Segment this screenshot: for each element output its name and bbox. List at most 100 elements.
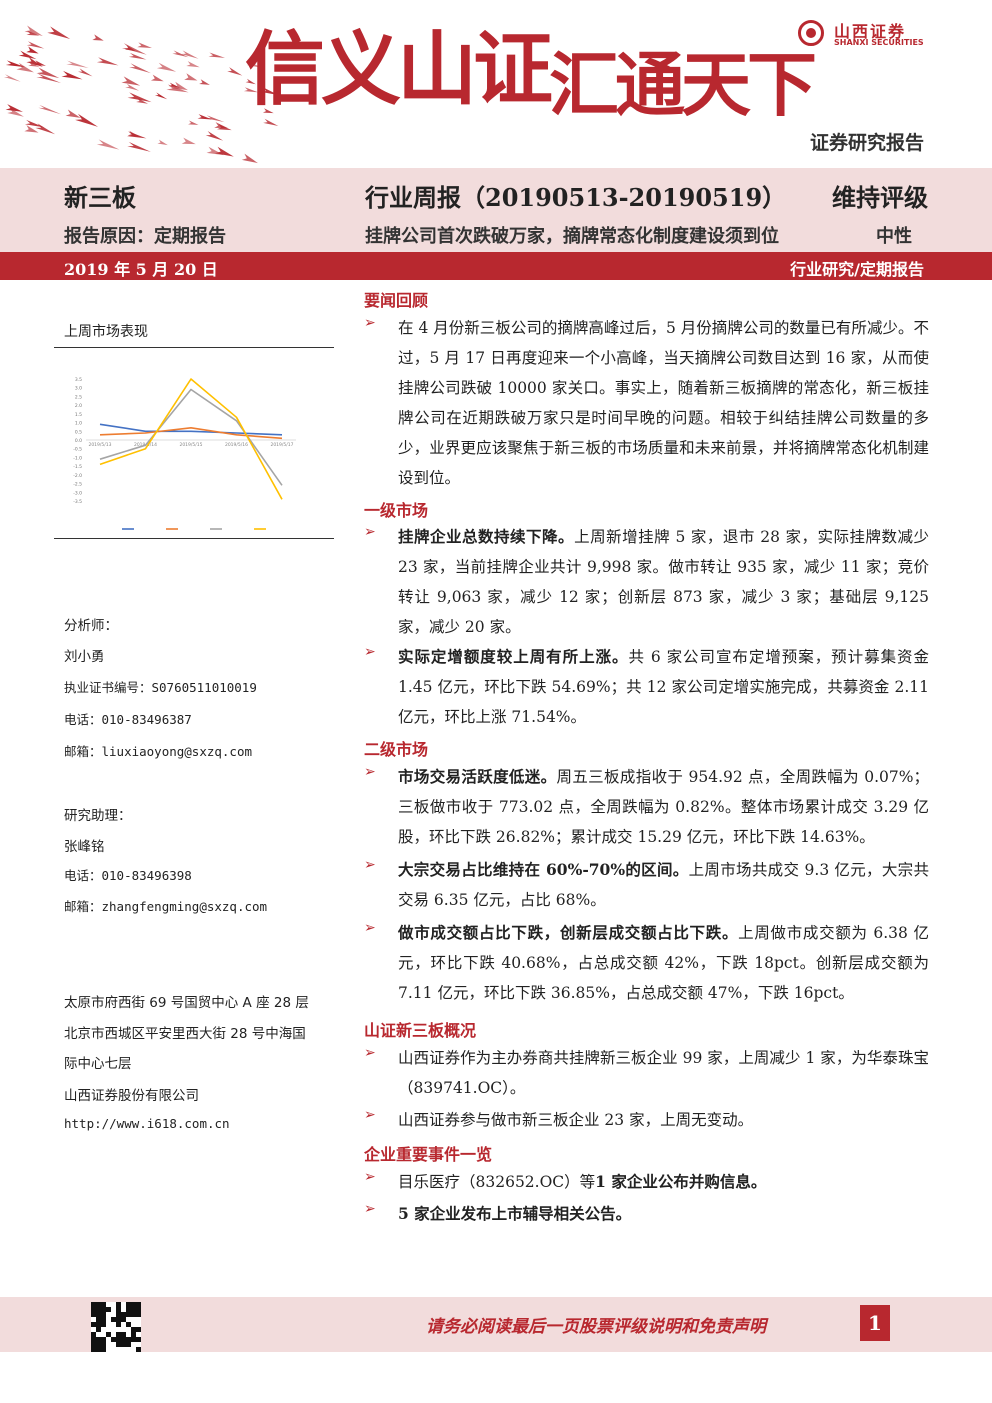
list-item: ➢ 山西证券作为主办券商共挂牌新三板企业 99 家，上周减少 1 家，为华泰珠宝… — [364, 1043, 929, 1103]
decorative-arrow-icon — [66, 60, 89, 68]
qr-module — [121, 1337, 126, 1342]
company-name: 山西证券股份有限公司 — [64, 1088, 199, 1104]
y-tick-label: 3.0 — [75, 386, 82, 392]
bullet-text: 上周市场共成交 9.3 亿元，大宗共交易 6.35 亿元，占比 68%。 — [398, 861, 929, 909]
qr-module — [106, 1307, 111, 1312]
decorative-arrow-icon — [36, 67, 60, 79]
qr-module — [126, 1307, 131, 1312]
chart-divider — [54, 347, 334, 348]
qr-module — [91, 1332, 96, 1337]
bullet-text: 共 6 家公司宣布定增预案，预计募集资金 1.45 亿元，环比下跌 54.69%… — [398, 648, 929, 726]
decorative-arrow-icon — [92, 34, 104, 41]
qr-module — [96, 1312, 101, 1317]
x-tick-label: 2019/5/13 — [88, 442, 111, 448]
decorative-arrow-icon — [154, 92, 168, 100]
decorative-arrow-icon — [121, 43, 147, 55]
assistant-phone: 电话：010-83496398 — [64, 868, 192, 883]
decorative-arrow-icon — [243, 87, 259, 93]
series-line — [99, 388, 283, 486]
qr-module — [91, 1337, 96, 1342]
decorative-arrow-icon — [172, 50, 189, 58]
qr-module — [96, 1302, 101, 1307]
decorative-arrow-icon — [245, 78, 256, 85]
arrow-bullet-icon: ➢ — [364, 524, 376, 540]
qr-module — [126, 1337, 131, 1342]
qr-module — [101, 1337, 106, 1342]
analyst-email[interactable]: 邮箱：liuxiaoyong@sxzq.com — [64, 744, 253, 759]
qr-module — [126, 1322, 131, 1327]
bullet-bold: 5 家企业发布上市辅导相关公告。 — [398, 1204, 632, 1223]
assistant-name: 张峰铭 — [64, 839, 105, 855]
decorative-arrow-icon — [96, 139, 120, 150]
address-taiyuan: 太原市府西街 69 号国贸中心 A 座 28 层 — [64, 995, 309, 1011]
qr-module — [96, 1342, 101, 1347]
decorative-arrow-icon — [150, 74, 164, 82]
decorative-arrow-icon — [199, 79, 210, 85]
y-tick-label: -1.0 — [73, 455, 82, 461]
qr-module — [136, 1327, 141, 1332]
decorative-arrow-icon — [38, 104, 62, 115]
disclaimer[interactable]: 请务必阅读最后一页股票评级说明和免责声明 — [426, 1317, 766, 1337]
qr-module — [126, 1312, 131, 1317]
list-item: ➢ 大宗交易占比维持在 60%-70%的区间。上周市场共成交 9.3 亿元，大宗… — [364, 855, 929, 915]
chart-title: 上周市场表现 — [64, 324, 148, 340]
company-website[interactable]: http://www.i618.com.cn — [64, 1116, 230, 1131]
qr-module — [111, 1317, 116, 1322]
decorative-arrow-icon — [262, 108, 274, 114]
list-item: ➢ 挂牌企业总数持续下降。上周新增挂牌 5 家，退市 28 家，实际挂牌数减少 … — [364, 522, 929, 642]
y-tick-label: 2.0 — [75, 403, 82, 409]
y-tick-label: 1.0 — [75, 421, 82, 427]
bullet-text: 在 4 月份新三板公司的摘牌高峰过后，5 月份摘牌公司的数量已有所减少。不过，5… — [398, 319, 929, 487]
decorative-arrow-icon — [61, 70, 83, 80]
arrow-bullet-icon: ➢ — [364, 315, 376, 331]
list-item: ➢ 在 4 月份新三板公司的摘牌高峰过后，5 月份摘牌公司的数量已有所减少。不过… — [364, 313, 929, 493]
analyst-name: 刘小勇 — [64, 649, 105, 665]
assistant-label: 研究助理： — [64, 808, 132, 824]
qr-module — [96, 1347, 101, 1352]
decorative-arrow-icon — [215, 146, 234, 157]
qr-module — [96, 1307, 101, 1312]
y-tick-label: 2.5 — [75, 394, 82, 400]
bullet-bold: 挂牌企业总数持续下降。 — [398, 527, 575, 546]
assistant-email[interactable]: 邮箱：zhangfengming@sxzq.com — [64, 899, 268, 914]
qr-module — [91, 1307, 96, 1312]
y-tick-label: 3.5 — [75, 377, 82, 383]
section-primary-market: 一级市场 — [364, 501, 429, 520]
qr-module — [121, 1332, 126, 1337]
qr-module — [101, 1317, 106, 1322]
decorative-arrow-icon — [18, 50, 37, 60]
qr-module — [116, 1307, 121, 1312]
arrow-bullet-icon: ➢ — [364, 1201, 376, 1217]
logo-mark-icon — [798, 20, 824, 46]
report-type: 证券研究报告 — [809, 132, 924, 154]
y-tick-label: -1.5 — [73, 464, 82, 470]
decorative-arrow-icon — [197, 114, 212, 120]
y-tick-label: 0.0 — [75, 438, 82, 444]
y-tick-label: 1.5 — [75, 412, 82, 418]
qr-module — [96, 1327, 101, 1332]
qr-module — [131, 1307, 136, 1312]
qr-module — [136, 1337, 141, 1342]
qr-module — [106, 1332, 111, 1337]
decorative-arrow-icon — [3, 74, 21, 82]
x-tick-label: 2019/5/15 — [179, 442, 202, 448]
x-tick-label: 2019/5/16 — [225, 442, 248, 448]
analyst-label: 分析师： — [64, 618, 118, 634]
qr-module — [131, 1332, 136, 1337]
decorative-arrow-icon — [261, 87, 279, 95]
decorative-arrow-icon — [24, 125, 39, 133]
section-news: 要闻回顾 — [364, 291, 429, 310]
decorative-arrow-icon — [26, 46, 39, 54]
bullet-text: 上周做市成交额为 6.38 亿元，环比下跌 40.68%，占总成交额 42%，下… — [398, 924, 929, 1002]
qr-module — [91, 1312, 96, 1317]
decorative-arrow-icon — [26, 30, 40, 36]
decorative-arrows — [3, 25, 279, 164]
arrow-bullet-icon: ➢ — [364, 1169, 376, 1185]
qr-module — [136, 1347, 141, 1352]
arrow-bullet-icon: ➢ — [364, 857, 376, 873]
decorative-arrow-icon — [181, 137, 196, 145]
y-tick-label: -3.5 — [73, 499, 82, 505]
cert-number: 执业证书编号：S0760511010019 — [64, 680, 257, 695]
y-tick-label: -3.0 — [73, 490, 82, 496]
qr-module — [101, 1347, 106, 1352]
